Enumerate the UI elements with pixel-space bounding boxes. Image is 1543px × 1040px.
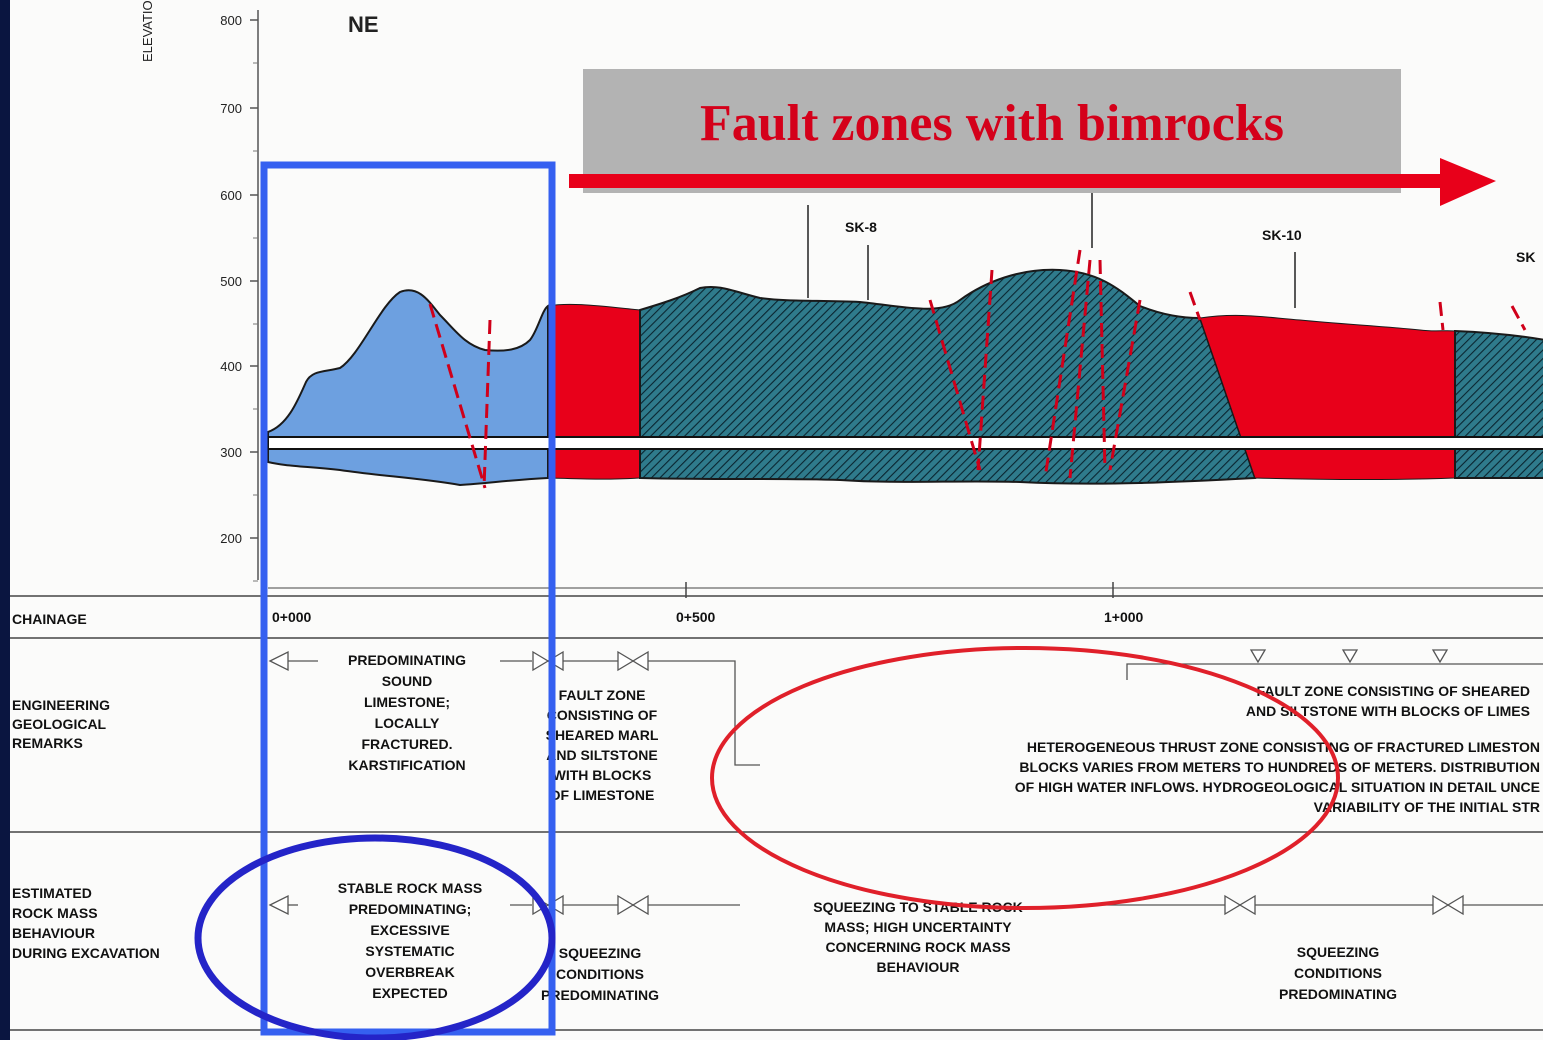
beh-z3-line: BEHAVIOUR [877, 959, 960, 975]
limestone-zone-highlight [260, 161, 556, 1036]
elevation-axis-label: ELEVATION [140, 0, 155, 62]
behaviour-row-label: ESTIMATED ROCK MASS BEHAVIOUR DURING EXCAVA… [12, 885, 160, 961]
beh-z1-line: EXPECTED [372, 985, 447, 1001]
eng-label-line: GEOLOGICAL [12, 716, 107, 732]
elevation-axis: ELEVATION 800 700 600 500 400 300 200 [140, 0, 259, 582]
right-arrow-icon [569, 158, 1496, 206]
eng-z3-line: HETEROGENEOUS THRUST ZONE CONSISTING OF … [1027, 739, 1540, 755]
chainage-tick-1000: 1+000 [1104, 609, 1144, 625]
beh-z3-line: MASS; HIGH UNCERTAINTY [824, 919, 1012, 935]
engineering-zone2-text: FAULT ZONE CONSISTING OF SHEARED MARL AND S… [546, 687, 659, 803]
elevation-tick-label: 400 [220, 359, 242, 374]
elevation-tick-label: 700 [220, 101, 242, 116]
elevation-tick-label: 300 [220, 445, 242, 460]
beh-z4-line: SQUEEZING [1297, 944, 1380, 960]
behaviour-zone3-text: SQUEEZING TO STABLE ROCK MASS; HIGH UNCER… [813, 899, 1023, 975]
highlight-title-box [583, 69, 1401, 193]
zone-fault-1 [547, 303, 641, 480]
beh-z3-line: SQUEEZING TO STABLE ROCK [813, 899, 1023, 915]
borehole-label-sk: SK [1516, 249, 1535, 265]
thrust-zone-ellipse [710, 646, 1340, 910]
eng-z2-line: OF LIMESTONE [550, 787, 655, 803]
chainage-tick-0: 0+000 [272, 609, 312, 625]
fault-traces [428, 249, 1527, 489]
eng-z1-line: LOCALLY [375, 715, 440, 731]
beh-z1-line: STABLE ROCK MASS [338, 880, 482, 896]
engineering-zone4-text: FAULT ZONE CONSISTING OF SHEARED AND SILT… [1246, 683, 1530, 719]
beh-z1-line: EXCESSIVE [370, 922, 449, 938]
behaviour-row: ESTIMATED ROCK MASS BEHAVIOUR DURING EXCAVA… [10, 880, 1543, 1031]
eng-z3-line: BLOCKS VARIES FROM METERS TO HUNDREDS OF… [1019, 759, 1540, 775]
zone-thrust-2 [1454, 329, 1543, 480]
beh-z2-line: CONDITIONS [556, 966, 644, 982]
beh-z2-line: SQUEEZING [559, 945, 642, 961]
eng-z1-line: PREDOMINATING [348, 652, 466, 668]
behaviour-zone4-text: SQUEEZING CONDITIONS PREDOMINATING [1279, 944, 1397, 1002]
stable-rock-ellipse [194, 834, 556, 1040]
engineering-zone1-text: PREDOMINATING SOUND LIMESTONE; LOCALLY FRACT… [348, 652, 466, 773]
beh-z4-line: CONDITIONS [1294, 965, 1382, 981]
highlight-title: Fault zones with bimrocks [700, 95, 1284, 152]
elevation-tick-label: 600 [220, 188, 242, 203]
eng-z2-line: SHEARED MARL [546, 727, 659, 743]
borehole-label-sk10: SK-10 [1262, 227, 1302, 243]
beh-label-line: DURING EXCAVATION [12, 945, 160, 961]
eng-z2-line: FAULT ZONE [559, 687, 646, 703]
eng-z4-line: AND SILTSTONE WITH BLOCKS OF LIMES [1246, 703, 1530, 719]
engineering-zone3-text: HETEROGENEOUS THRUST ZONE CONSISTING OF … [1015, 739, 1540, 815]
eng-label-line: ENGINEERING [12, 697, 110, 713]
chainage-tick-500: 0+500 [676, 609, 716, 625]
behaviour-zone2-text: SQUEEZING CONDITIONS PREDOMINATING [541, 945, 659, 1003]
beh-z1-line: PREDOMINATING; [349, 901, 472, 917]
borehole-label-sk8: SK-8 [845, 219, 877, 235]
engineering-remarks-row: ENGINEERING GEOLOGICAL REMARKS PREDOMINATI… [10, 649, 1543, 833]
engineering-row-label: ENGINEERING GEOLOGICAL REMARKS [12, 697, 110, 751]
beh-label-line: ESTIMATED [12, 885, 92, 901]
beh-label-line: BEHAVIOUR [12, 925, 95, 941]
chainage-label: CHAINAGE [12, 611, 87, 627]
beh-z4-line: PREDOMINATING [1279, 986, 1397, 1002]
eng-z2-line: CONSISTING OF [547, 707, 658, 723]
borehole-markers [807, 190, 1296, 308]
eng-z1-line: KARSTIFICATION [348, 757, 465, 773]
beh-z2-line: PREDOMINATING [541, 987, 659, 1003]
eng-label-line: REMARKS [12, 735, 83, 751]
tunnel-line [267, 436, 1543, 450]
behaviour-zone1-text: STABLE ROCK MASS PREDOMINATING; EXCESSIVE S… [338, 880, 482, 1001]
eng-z1-line: LIMESTONE; [364, 694, 450, 710]
elevation-tick-label: 200 [220, 531, 242, 546]
eng-z3-line: VARIABILITY OF THE INITIAL STR [1314, 799, 1540, 815]
eng-z2-line: WITH BLOCKS [553, 767, 652, 783]
beh-label-line: ROCK MASS [12, 905, 98, 921]
beh-z1-line: SYSTEMATIC [365, 943, 454, 959]
eng-z1-line: SOUND [382, 673, 433, 689]
geological-section: SK-8 SK-10 SK [267, 190, 1543, 489]
beh-z1-line: OVERBREAK [365, 964, 454, 980]
eng-z1-line: FRACTURED. [362, 736, 453, 752]
annotation-overlays: Fault zones with bimrocks [194, 69, 1496, 1040]
direction-label: NE [348, 12, 379, 37]
beh-z3-line: CONCERNING ROCK MASS [825, 939, 1010, 955]
eng-z2-line: AND SILTSTONE [546, 747, 658, 763]
elevation-tick-label: 500 [220, 274, 242, 289]
eng-z4-line: FAULT ZONE CONSISTING OF SHEARED [1256, 683, 1530, 699]
elevation-tick-label: 800 [220, 13, 242, 28]
eng-z3-line: OF HIGH WATER INFLOWS. HYDROGEOLOGICAL S… [1015, 779, 1540, 795]
